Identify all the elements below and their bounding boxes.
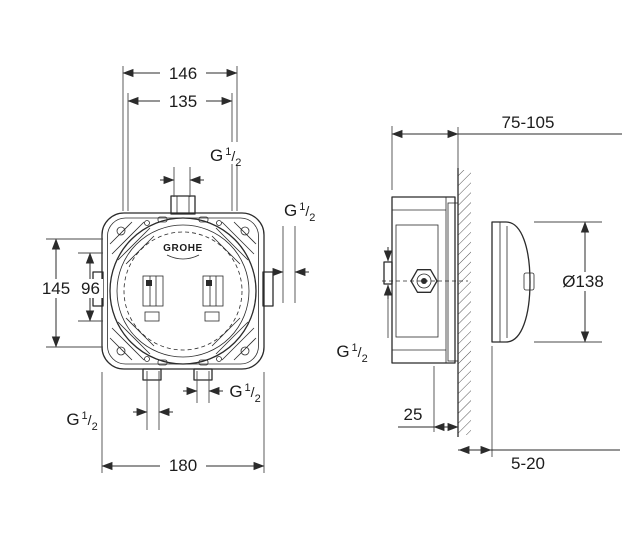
dim-label-145: 145 bbox=[42, 279, 70, 298]
dim-label-75-105: 75-105 bbox=[502, 113, 555, 132]
dim-label-5-20: 5-20 bbox=[511, 454, 545, 473]
logo-swoosh bbox=[166, 254, 200, 260]
top-port bbox=[170, 195, 196, 215]
grohe-logo: GROHE bbox=[163, 243, 203, 254]
dim-width-146: 146 bbox=[122, 63, 238, 211]
dim-label-146: 146 bbox=[169, 64, 197, 83]
valve-symbols bbox=[142, 275, 224, 322]
dim-label-diameter: Ø138 bbox=[562, 272, 604, 291]
dim-label-135: 135 bbox=[169, 92, 197, 111]
dim-label-180: 180 bbox=[169, 456, 197, 475]
right-port bbox=[262, 271, 274, 307]
valve-hex bbox=[410, 269, 438, 293]
side-port bbox=[383, 261, 393, 285]
dim-height-145: 145 bbox=[40, 238, 103, 348]
dim-depth-75-105: 75-105 bbox=[391, 113, 622, 190]
dim-finish-5-20: 5-20 bbox=[458, 346, 620, 473]
dim-offset-25: 25 bbox=[398, 366, 459, 432]
wall-hatching bbox=[457, 127, 471, 437]
box-outer-outline bbox=[101, 212, 265, 370]
dim-height-96: 96 bbox=[78, 252, 103, 322]
dim-width-180: 180 bbox=[101, 372, 265, 475]
dim-diameter-138: Ø138 bbox=[534, 221, 610, 343]
handle-nub bbox=[523, 272, 535, 291]
dim-label-96: 96 bbox=[81, 279, 100, 298]
corner-hatch-marks bbox=[109, 221, 257, 361]
cover-plate-side bbox=[491, 221, 535, 343]
side-view bbox=[382, 127, 535, 437]
dim-label-25: 25 bbox=[404, 405, 423, 424]
front-view: GROHE bbox=[92, 195, 274, 381]
bottom-port-left bbox=[142, 368, 162, 381]
dim-width-135: 135 bbox=[127, 91, 233, 211]
